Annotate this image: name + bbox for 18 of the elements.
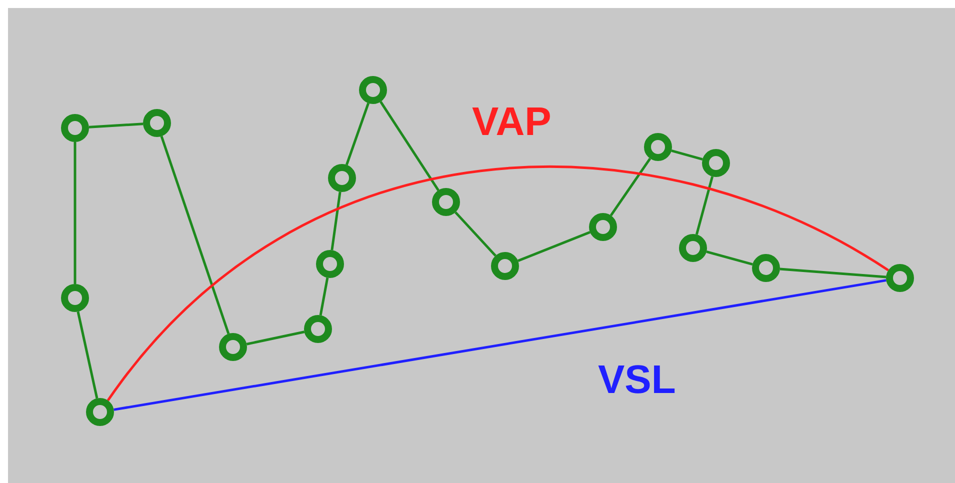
path-segment: [76, 311, 98, 399]
path-segment: [610, 158, 652, 216]
path-segment: [380, 101, 440, 191]
path-segment: [345, 102, 370, 166]
path-segment: [706, 250, 753, 266]
path-segment: [319, 278, 329, 316]
path-segment: [246, 330, 305, 346]
path-segment: [671, 150, 703, 160]
path-segment: [695, 176, 714, 235]
path-segment: [114, 279, 886, 411]
path-segment: [330, 192, 342, 250]
path-segment: [518, 231, 590, 262]
path-segment: [88, 122, 144, 128]
path-segment: [780, 268, 886, 278]
path-curve: [106, 166, 889, 402]
path-segment: [454, 211, 496, 257]
path-segment: [160, 136, 230, 334]
path-segment: [74, 142, 76, 284]
